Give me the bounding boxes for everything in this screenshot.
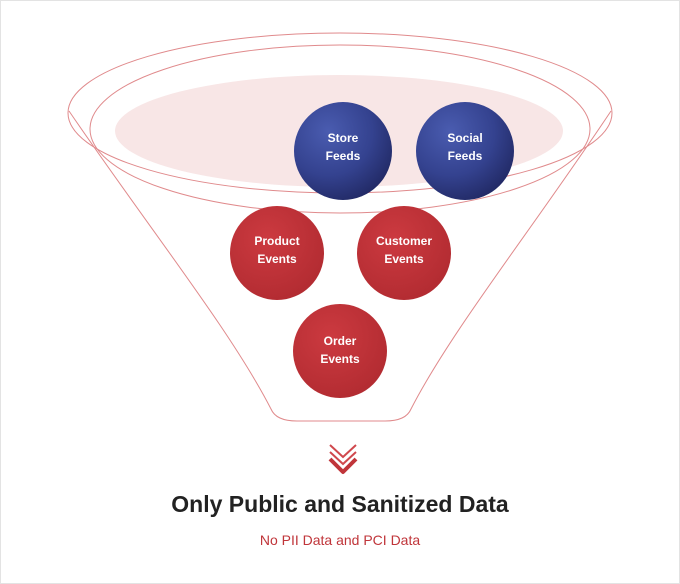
double-chevron-down-icon — [328, 444, 358, 474]
social-feeds-label-line1: Social — [447, 131, 482, 145]
social-feeds-node: Social Feeds — [416, 102, 514, 200]
store-feeds-label-line2: Feeds — [326, 149, 361, 163]
customer-events-node: Customer Events — [357, 206, 451, 300]
order-events-node: Order Events — [293, 304, 387, 398]
customer-events-label-line2: Events — [384, 252, 424, 266]
product-events-label-line1: Product — [254, 234, 299, 248]
store-feeds-node: Store Feeds — [294, 102, 392, 200]
social-feeds-label-line2: Feeds — [448, 149, 483, 163]
funnel-outline — [68, 110, 612, 422]
product-events-node: Product Events — [230, 206, 324, 300]
funnel-inner-rim — [89, 44, 591, 214]
customer-events-label-line1: Customer — [376, 234, 432, 248]
order-events-label-line1: Order — [324, 334, 357, 348]
output-subtitle: No PII Data and PCI Data — [259, 532, 421, 548]
order-events-label-line2: Events — [320, 352, 360, 366]
product-events-label-line2: Events — [257, 252, 297, 266]
output-title: Only Public and Sanitized Data — [171, 491, 509, 517]
store-feeds-label-line1: Store — [328, 131, 359, 145]
